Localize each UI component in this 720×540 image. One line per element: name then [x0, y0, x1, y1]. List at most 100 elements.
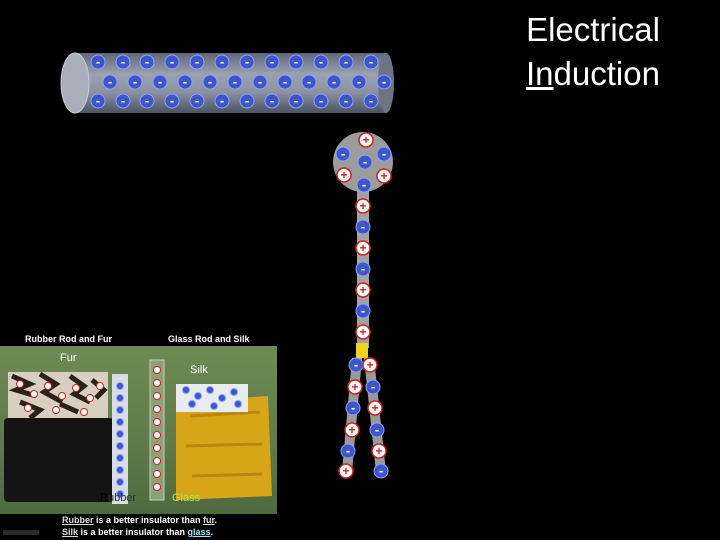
leaf-left-charge-5: +	[338, 463, 354, 479]
rod-charge-neg-mid-6: -	[252, 74, 268, 90]
stem-charge-1: -	[355, 219, 371, 235]
svg-text:-: -	[121, 54, 125, 69]
photo-silk-charge-7	[234, 400, 242, 408]
svg-text:+: +	[366, 358, 373, 372]
svg-text:-: -	[245, 93, 249, 108]
photo-fur-charge-6	[96, 382, 104, 390]
photo-glass-charge-9	[153, 483, 161, 491]
svg-text:-: -	[220, 54, 224, 69]
svg-text:-: -	[270, 54, 274, 69]
note-silk-glass: Silk is a better insulator than glass.	[62, 527, 213, 537]
photo-drawing	[4, 359, 272, 504]
label-fur: Fur	[60, 352, 77, 364]
charge-markers: ------------------------------------+---…	[90, 54, 392, 479]
svg-text:-: -	[382, 146, 386, 161]
label-rubber-rest: ubber	[107, 492, 137, 504]
photo-fur-charge-1	[30, 390, 38, 398]
photo-rubber-charge-0	[116, 382, 124, 390]
rod-charge-neg-top-6: -	[239, 54, 255, 70]
svg-text:-: -	[319, 93, 323, 108]
svg-text:-: -	[361, 219, 365, 234]
photo-rubber-charge-5	[116, 442, 124, 450]
svg-text:-: -	[361, 303, 365, 318]
note-line1-end: .	[214, 515, 218, 525]
caption-rubber-rod-and-fur: Rubber Rod and Fur	[25, 334, 112, 344]
svg-text:-: -	[283, 74, 287, 89]
rod-charge-neg-bot-2: -	[139, 93, 155, 109]
note-fur-word: fur	[203, 515, 215, 525]
svg-text:-: -	[363, 154, 367, 169]
svg-text:-: -	[145, 54, 149, 69]
leaf-right-charge-5: -	[373, 463, 389, 479]
rod-charge-neg-top-4: -	[189, 54, 205, 70]
knob-charge-neg-left: -	[335, 146, 351, 162]
note-rubber-fur: Rubber is a better insulator than fur.	[62, 515, 217, 525]
rod-charge-neg-mid-8: -	[301, 74, 317, 90]
knob-charge-pos-top: +	[358, 132, 374, 148]
title-line-1: Electrical	[526, 11, 660, 48]
electroscope-gold-block	[356, 343, 368, 358]
silk-folds	[185, 410, 263, 478]
svg-text:-: -	[375, 422, 379, 437]
rod-charge-neg-bot-8: -	[288, 93, 304, 109]
svg-text:-: -	[332, 74, 336, 89]
leaf-right-charge-3: -	[369, 422, 385, 438]
svg-text:-: -	[341, 146, 345, 161]
svg-text:+: +	[375, 444, 382, 458]
svg-text:+: +	[359, 241, 366, 255]
svg-text:-: -	[369, 54, 373, 69]
svg-text:-: -	[354, 357, 358, 372]
svg-text:-: -	[294, 93, 298, 108]
photo-fur-charge-2	[44, 382, 52, 390]
photo-fur-charge-8	[52, 406, 60, 414]
rod-charge-neg-top-8: -	[288, 54, 304, 70]
photo-glass-charge-2	[153, 392, 161, 400]
svg-text:+: +	[359, 325, 366, 339]
photo-glass-charge-8	[153, 470, 161, 478]
rod-charge-neg-mid-10: -	[351, 74, 367, 90]
svg-text:-: -	[96, 93, 100, 108]
knob-charge-neg-center: -	[357, 154, 373, 170]
rod-charge-neg-bot-1: -	[115, 93, 131, 109]
rod-charge-neg-top-9: -	[313, 54, 329, 70]
leaf-right-charge-1: -	[365, 379, 381, 395]
svg-text:-: -	[361, 261, 365, 276]
photo-fur-charge-0	[16, 380, 24, 388]
svg-text:+: +	[348, 423, 355, 437]
rod-charge-neg-top-5: -	[214, 54, 230, 70]
svg-text:+: +	[380, 169, 387, 183]
leaf-right-charge-0: +	[362, 357, 378, 373]
stem-charge-5: -	[355, 303, 371, 319]
note-line2-end: .	[210, 527, 214, 537]
svg-text:+: +	[342, 464, 349, 478]
svg-text:-: -	[183, 74, 187, 89]
photo-rubber-charge-2	[116, 406, 124, 414]
photo-rubber-charge-3	[116, 418, 124, 426]
photo-rubber-charge-8	[116, 478, 124, 486]
leaf-right-charge-4: +	[371, 443, 387, 459]
photo-fur-charge-3	[58, 392, 66, 400]
rod-charge-neg-mid-2: -	[152, 74, 168, 90]
leaf-left-charge-4: -	[340, 443, 356, 459]
svg-text:-: -	[357, 74, 361, 89]
leaf-left-charge-3: +	[344, 422, 360, 438]
svg-text:-: -	[369, 93, 373, 108]
svg-text:-: -	[108, 74, 112, 89]
svg-text:-: -	[195, 93, 199, 108]
rod-charge-neg-top-1: -	[115, 54, 131, 70]
rod-charge-neg-bot-5: -	[214, 93, 230, 109]
svg-text:-: -	[245, 54, 249, 69]
svg-text:-: -	[351, 400, 355, 415]
stem-charge-3: -	[355, 261, 371, 277]
leaf-right-charge-2: +	[367, 400, 383, 416]
rod-charge-neg-bot-9: -	[313, 93, 329, 109]
label-rubber-initial: R	[100, 492, 108, 504]
photo-rubber-charge-6	[116, 454, 124, 462]
svg-text:-: -	[145, 93, 149, 108]
rod-charge-neg-mid-4: -	[202, 74, 218, 90]
photo-silk-charge-1	[194, 392, 202, 400]
rod-charge-neg-bot-10: -	[338, 93, 354, 109]
caption-glass-rod-and-silk: Glass Rod and Silk	[168, 334, 250, 344]
leaf-left-charge-2: -	[345, 400, 361, 416]
